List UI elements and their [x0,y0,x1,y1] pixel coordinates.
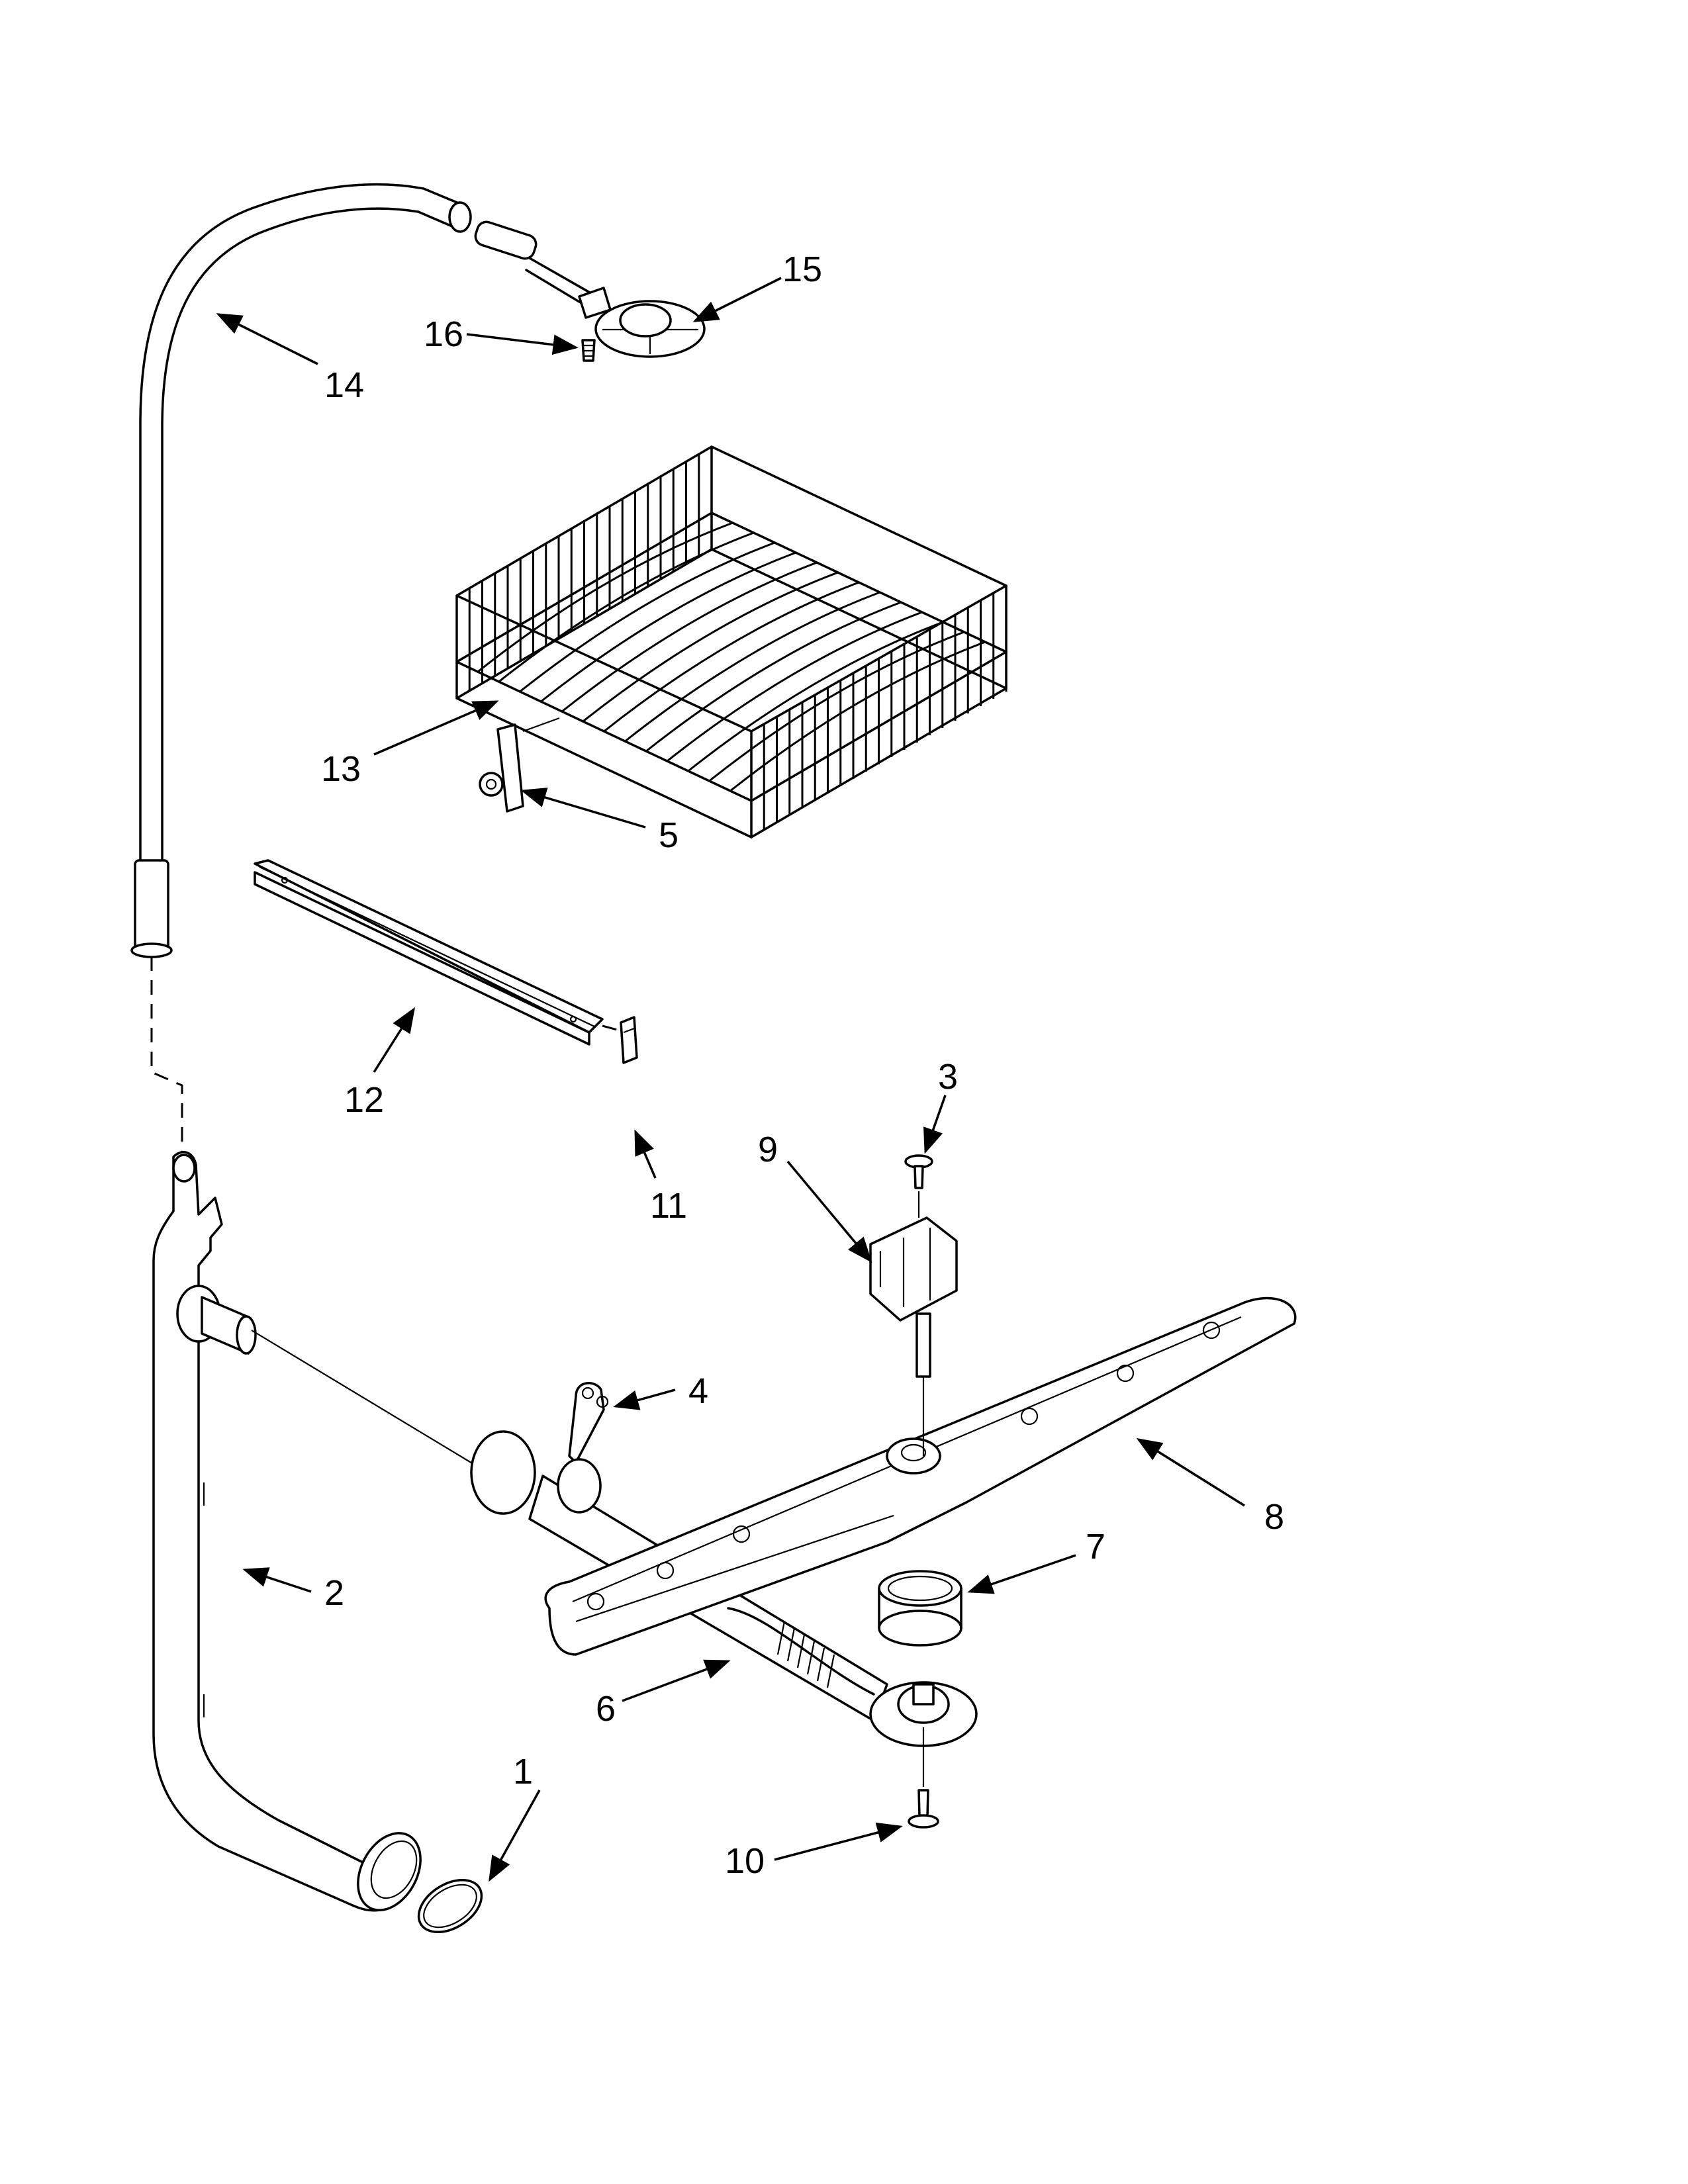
screw-part-16 [581,339,596,362]
supply-tube-part-14 [130,183,472,958]
spray-arm-hub-part-9 [869,1216,958,1456]
callout-5: 5 [659,815,679,855]
spray-arm-part-8 [544,1297,1297,1656]
callout-6: 6 [596,1689,616,1729]
leader-11 [634,1129,657,1179]
leader-13 [373,700,499,756]
screw-part-3 [904,1154,933,1218]
leader-2 [242,1567,312,1593]
leader-14 [216,313,318,365]
bearing-ring-part-7 [878,1570,962,1647]
callout-10: 10 [725,1841,765,1881]
callout-7: 7 [1086,1527,1105,1567]
leader-16 [466,333,579,355]
leader-1 [489,1790,541,1882]
callout-11: 11 [650,1186,687,1226]
callout-4: 4 [688,1371,708,1411]
top-spray-head-part-15 [474,220,706,358]
callout-13: 13 [321,749,361,789]
callout-16: 16 [424,314,463,354]
leader-8 [1136,1437,1245,1507]
callout-14: 14 [324,365,364,405]
leader-15 [692,277,782,322]
callout-8: 8 [1264,1497,1284,1537]
leader-3 [923,1095,947,1154]
leader-5 [520,788,646,829]
leader-12 [373,1007,416,1073]
callout-1: 1 [513,1752,533,1792]
callout-2: 2 [324,1573,344,1613]
leader-lines [216,277,1245,1882]
callout-9: 9 [758,1130,778,1169]
callout-3: 3 [938,1057,958,1097]
connector-dashed-line [150,956,183,1152]
leader-9 [786,1160,872,1263]
callout-15: 15 [782,250,822,289]
screw-part-10 [908,1727,939,1829]
rack-rail-part-12 [254,859,623,1046]
bracket-part-4 [568,1382,609,1464]
manifold-part-2 [152,1151,477,1912]
upper-dishrack-part-13 [455,445,1008,839]
rail-end-cap-part-11 [620,1016,638,1064]
callout-labels: 1 2 3 4 5 6 7 8 9 10 11 12 13 14 15 16 [321,250,1284,1881]
leader-10 [774,1822,903,1861]
leader-4 [613,1388,676,1410]
callout-12: 12 [344,1080,384,1120]
leader-6 [622,1659,731,1702]
o-ring-part-1 [417,1878,483,1934]
leader-7 [967,1554,1076,1594]
